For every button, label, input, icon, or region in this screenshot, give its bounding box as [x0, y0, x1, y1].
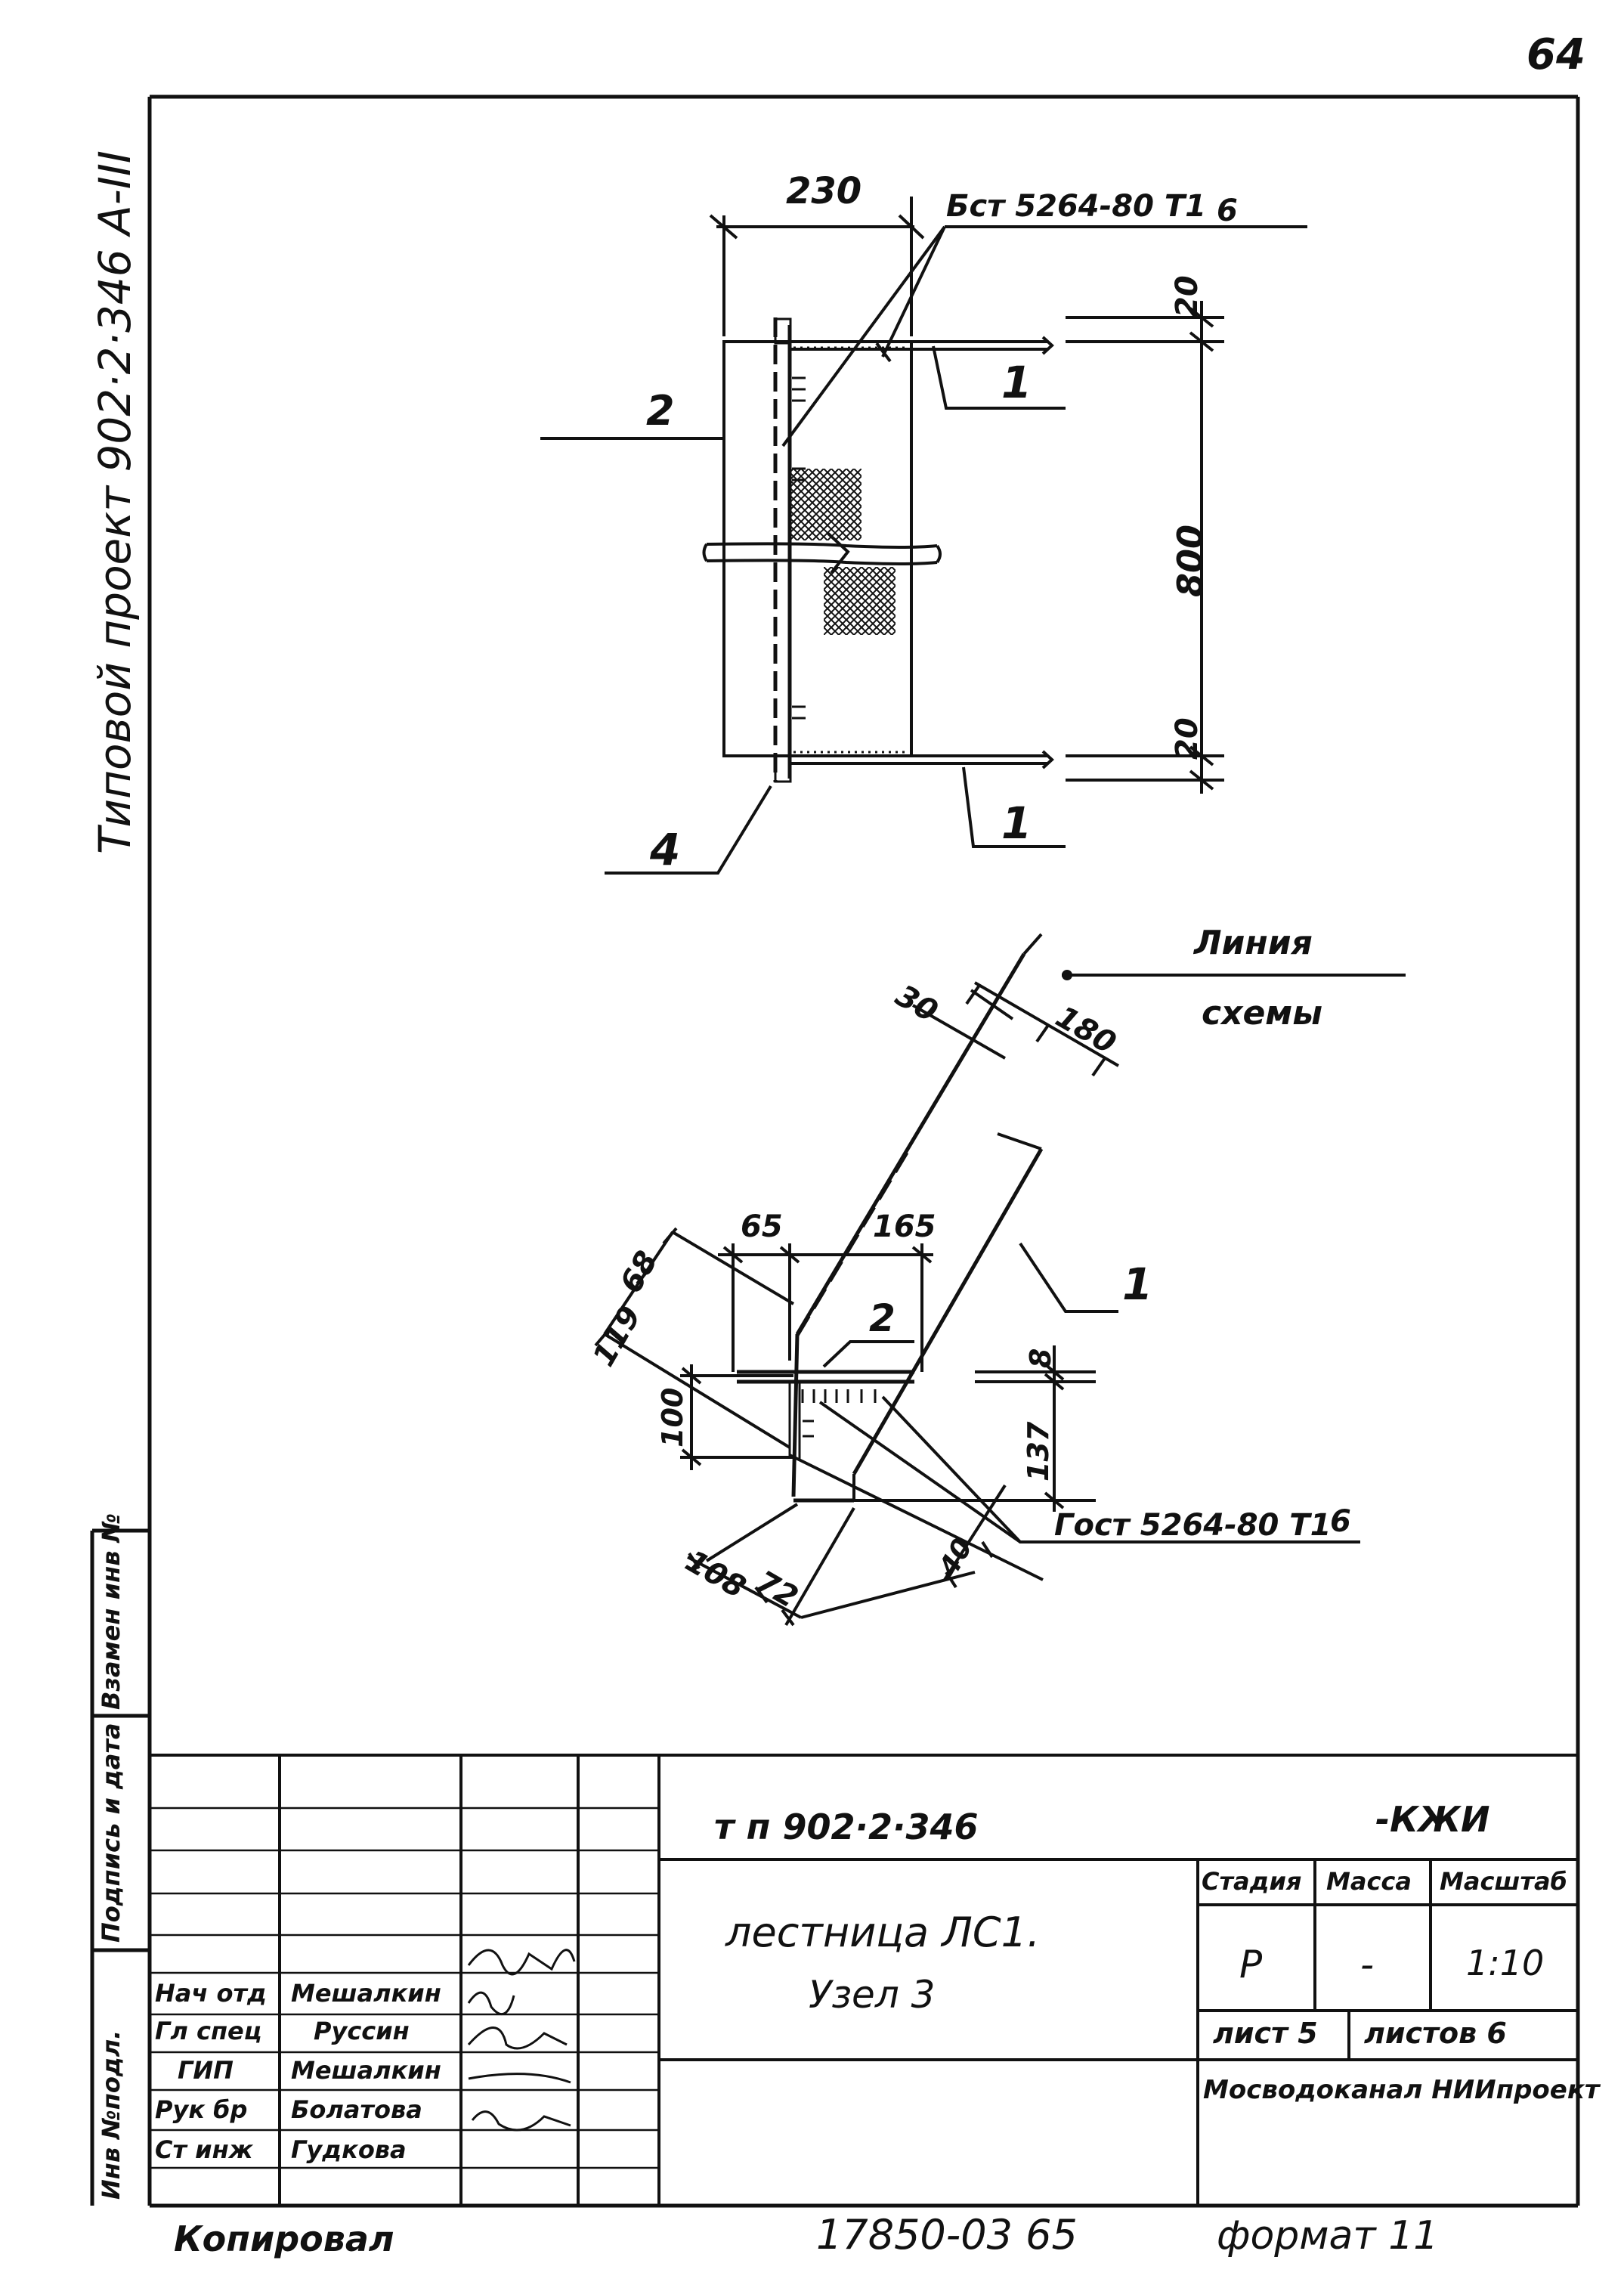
name-5: Гудкова: [291, 2135, 407, 2164]
weld-note-detail: Гост 5264-80 Т1: [1054, 1508, 1332, 1543]
title-name-line1: лестница ЛС1.: [725, 1909, 1041, 1956]
dim-165: 165: [873, 1209, 936, 1244]
mass-value: -: [1360, 1943, 1375, 1986]
doc-suffix: -КЖИ: [1375, 1799, 1490, 1840]
sheets-total: листов 6: [1364, 2017, 1507, 2050]
detail-view: [594, 933, 1406, 1627]
doc-code: т п 902·2·346: [714, 1807, 979, 1847]
project-side-label: Типовой проект 902·2·346 А-III: [89, 150, 141, 854]
dim-137: 137: [1022, 1421, 1055, 1482]
name-4: Болатова: [291, 2095, 422, 2124]
title-block-grid: [150, 1754, 1578, 2206]
weld-size-detail: 6: [1330, 1504, 1351, 1539]
inv-label: Инв №подл.: [97, 2030, 125, 2200]
role-1: Нач отд: [155, 1979, 267, 2008]
name-3: Мешалкин: [291, 2056, 441, 2085]
mark-2-top: 2: [646, 387, 675, 435]
dim-800: 800: [1170, 524, 1211, 597]
replace-label: Взамен инв №: [97, 1512, 125, 1710]
dim-100: 100: [656, 1387, 689, 1447]
role-5: Ст инж: [155, 2135, 253, 2164]
role-4: Рук бр: [155, 2095, 248, 2124]
sheet-number: лист 5: [1213, 2017, 1318, 2050]
line-label-2: схемы: [1202, 994, 1323, 1033]
role-2: Гл спец: [155, 2017, 262, 2045]
sheet-format: формат 11: [1217, 2213, 1439, 2259]
dim-8: 8: [1024, 1348, 1057, 1368]
mark-2-detail: 2: [869, 1296, 896, 1340]
line-label-1: Линия: [1194, 924, 1313, 962]
mark-1-bottom: 1: [1001, 797, 1032, 849]
mass-label: Масса: [1326, 1867, 1412, 1896]
stage-value: Р: [1239, 1943, 1263, 1986]
sign-date-label: Подпись и дата: [97, 1723, 125, 1943]
dim-230: 230: [786, 170, 862, 212]
copied-by: Копировал: [174, 2218, 394, 2259]
mark-4: 4: [650, 824, 681, 875]
name-2: Руссин: [314, 2017, 410, 2045]
top-view: [540, 197, 1307, 875]
title-name-line2: Узел 3: [809, 1973, 936, 2017]
scale-label: Масштаб: [1440, 1867, 1567, 1896]
sheet-frame: [90, 94, 1580, 2208]
signatures: [467, 1949, 576, 2132]
organization: Мосводоканал НИИпроект: [1203, 2075, 1600, 2105]
mark-1-top: 1: [1001, 357, 1032, 408]
weld-size-top: 6: [1217, 194, 1238, 228]
dim-20-bottom: 20: [1170, 717, 1205, 760]
mark-1-detail: 1: [1122, 1259, 1153, 1310]
scale-value: 1:10: [1466, 1943, 1545, 1983]
name-1: Мешалкин: [291, 1979, 441, 2008]
dim-20-top: 20: [1170, 275, 1205, 317]
doc-number: 17850-03 65: [816, 2211, 1078, 2259]
stage-label: Стадия: [1202, 1867, 1302, 1896]
role-3: ГИП: [178, 2056, 234, 2085]
dim-65: 65: [741, 1209, 783, 1244]
weld-note-top: Бст 5264-80 Т1: [946, 189, 1206, 224]
page-number: 64: [1527, 30, 1585, 79]
